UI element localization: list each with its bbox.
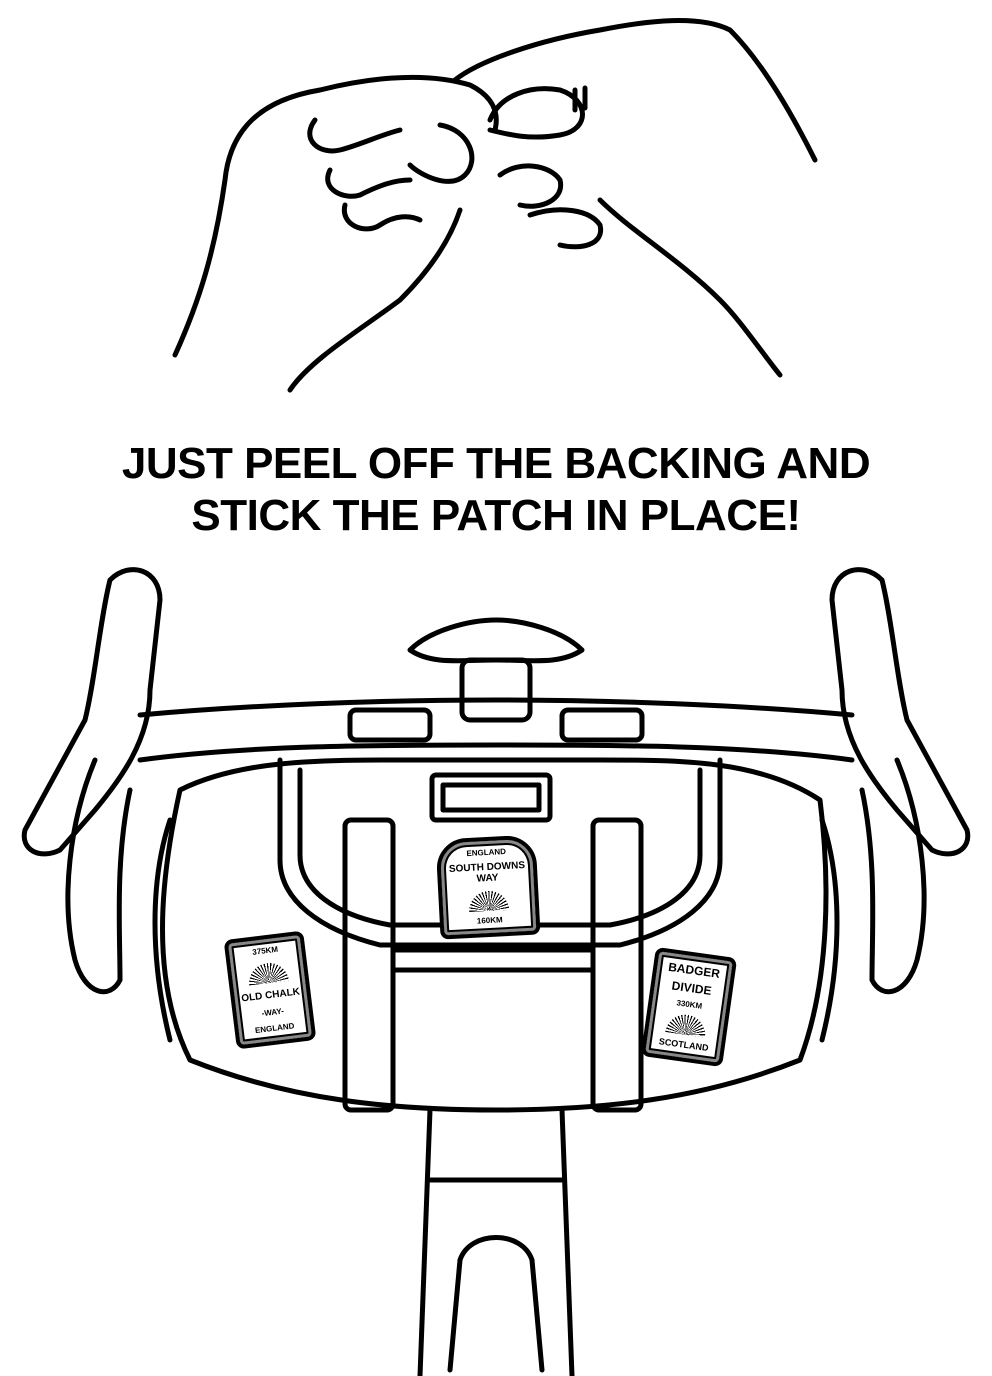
patch-subtitle: -WAY- <box>261 1006 285 1018</box>
hands-peeling-patch-illustration <box>172 18 818 393</box>
headline-line-2: STICK THE PATCH IN PLACE! <box>191 491 801 540</box>
patch-title: BADGER <box>667 959 721 981</box>
patch-distance: 375KM <box>251 944 279 957</box>
fork-illustration <box>417 1107 575 1376</box>
patch-text: ENGLAND <box>466 847 507 859</box>
patch-text: SCOTLAND <box>658 1035 710 1053</box>
patch-distance: 160KM <box>476 914 503 926</box>
patch-old-chalk-way: 375KM OLD CHALK -WAY- ENGLAND <box>223 930 317 1050</box>
patch-distance: 330KM <box>675 997 703 1011</box>
sun-rays-icon <box>468 889 510 912</box>
instruction-headline: JUST PEEL OFF THE BACKING AND STICK THE … <box>0 438 992 542</box>
patch-title: SOUTH DOWNS WAY <box>448 860 526 885</box>
patch-title: OLD CHALK <box>240 985 301 1005</box>
handlebar-illustration <box>21 567 971 995</box>
patch-badger-divide: BADGER DIVIDE 330KM SCOTLAND <box>640 946 738 1068</box>
patch-south-downs-way: ENGLAND SOUTH DOWNS WAY 160KM <box>435 834 541 940</box>
headline-line-1: JUST PEEL OFF THE BACKING AND <box>121 439 871 488</box>
sun-rays-icon <box>665 1011 708 1038</box>
patch-title: DIVIDE <box>670 978 713 999</box>
patch-text: ENGLAND <box>254 1020 295 1035</box>
sun-rays-icon <box>246 960 289 986</box>
